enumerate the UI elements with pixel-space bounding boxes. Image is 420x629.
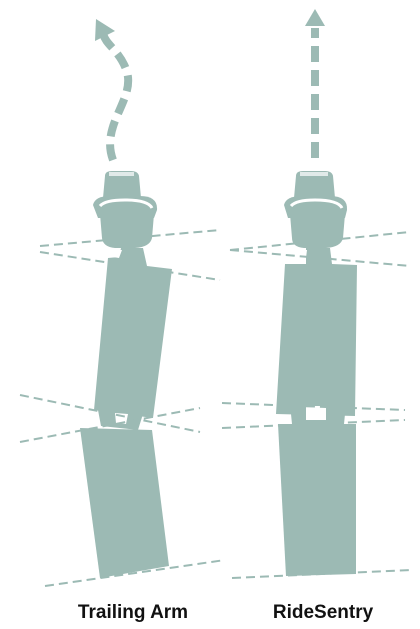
trailing-arm-lower-segment [80, 428, 169, 578]
ridesentry-lower-segment [278, 424, 356, 576]
ridesentry-caption: RideSentry [272, 602, 374, 623]
ridesentry-upper-segment [276, 248, 357, 416]
trailing-arm-caption: Trailing Arm [77, 602, 189, 623]
trailing-arm-guide-lines [19, 229, 226, 587]
ridesentry-panel [221, 9, 413, 579]
trailing-arm-panel [19, 19, 226, 587]
trailing-arm-motion-arrow [99, 31, 133, 162]
trailing-arm-upper-segment [94, 248, 172, 418]
trailing-arm-arrowhead [95, 19, 115, 41]
ridesentry-guide-lines [221, 231, 413, 579]
ridesentry-top-mount [284, 171, 348, 248]
ridesentry-arrowhead [305, 9, 325, 26]
trailing-arm-top-mount [93, 171, 158, 248]
